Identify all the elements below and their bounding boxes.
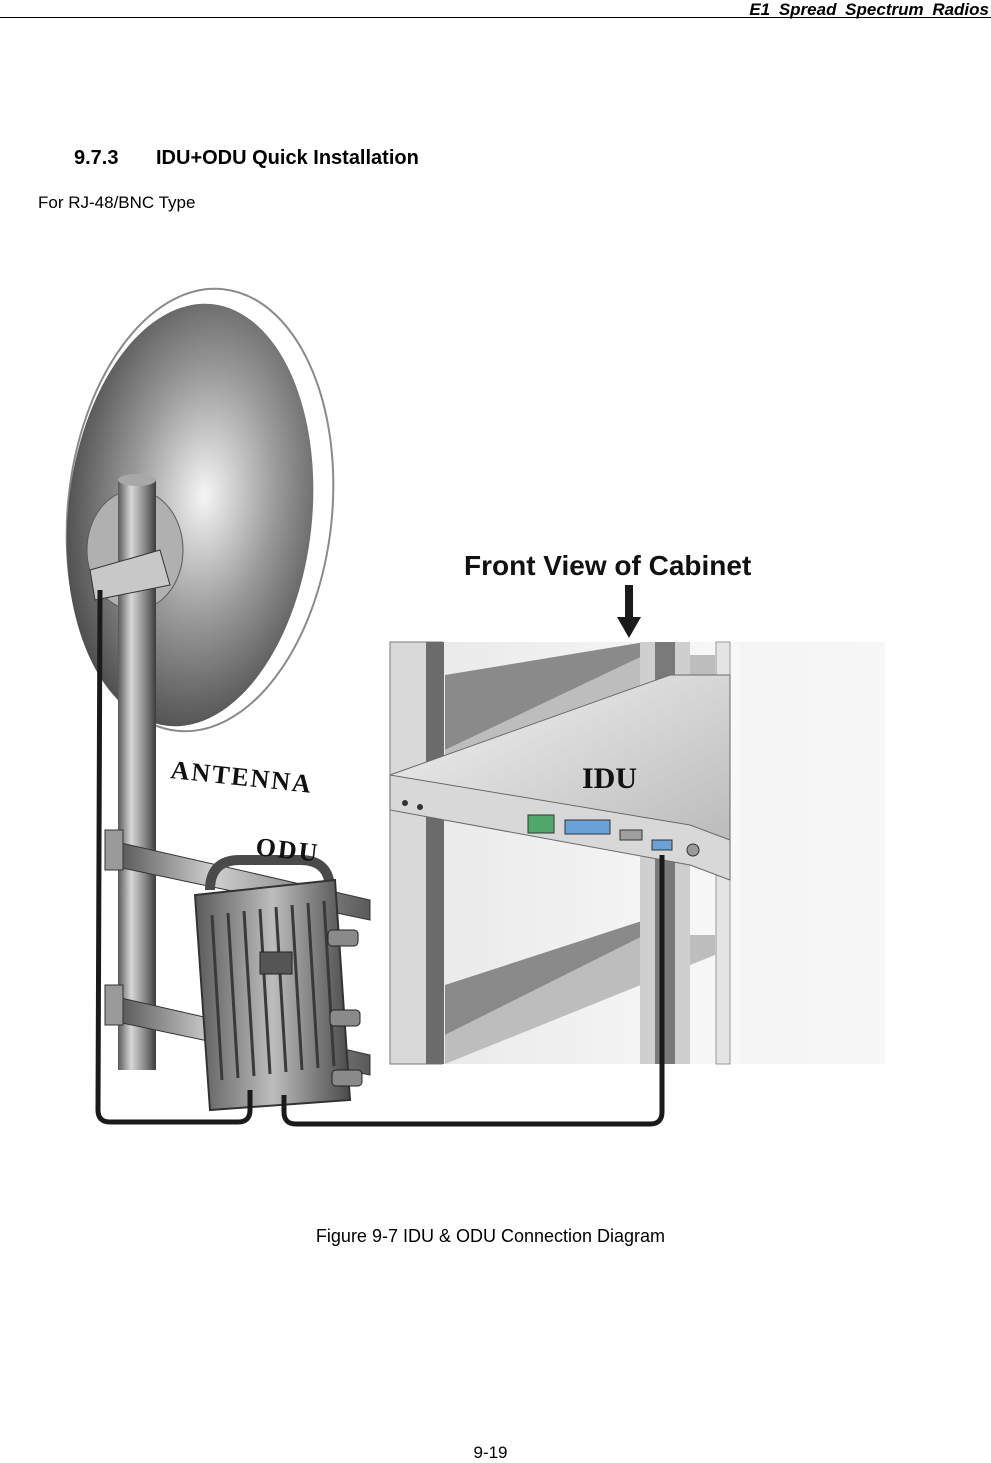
antenna-dish <box>65 287 335 733</box>
section-heading: 9.7.3 IDU+ODU Quick Installation <box>74 147 419 170</box>
idu-odu-connection-diagram: Front View of Cabinet IDU ANTENNA ODU <box>65 287 885 1127</box>
section-title: IDU+ODU Quick Installation <box>156 147 419 169</box>
front-view-label: Front View of Cabinet <box>464 550 751 581</box>
idu-label: IDU <box>582 762 637 795</box>
idu-unit <box>389 674 731 881</box>
page-number: 9-19 <box>473 1443 508 1462</box>
down-arrow-icon <box>617 585 641 638</box>
odu-label: ODU <box>254 832 320 868</box>
subtitle: For RJ-48/BNC Type <box>38 193 196 212</box>
antenna-to-odu-cable <box>95 589 253 1125</box>
mounting-pole <box>89 474 171 1070</box>
running-header-title: E1 Spread Spectrum Radios <box>749 0 989 19</box>
header-rule <box>0 17 991 18</box>
odu-to-idu-cable <box>281 855 665 1127</box>
figure-caption: Figure 9-7 IDU & ODU Connection Diagram <box>315 1226 666 1246</box>
cables <box>95 589 665 1127</box>
odu-unit <box>193 855 363 1112</box>
section-number: 9.7.3 <box>74 147 119 169</box>
cabinet <box>389 641 885 1065</box>
antenna-label: ANTENNA <box>169 755 314 799</box>
